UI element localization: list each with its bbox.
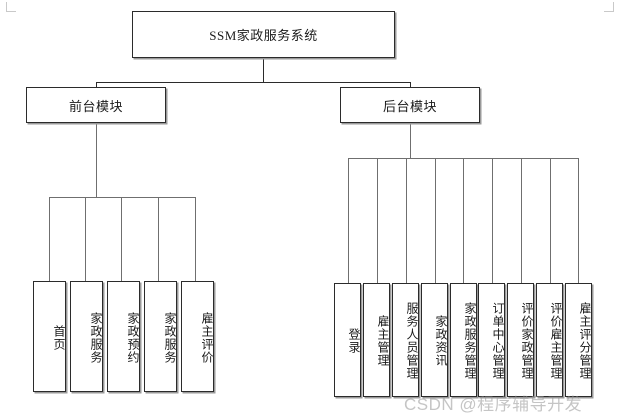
connector-frontend-drop-2 bbox=[85, 197, 86, 281]
connector-frontend-drop-5 bbox=[195, 197, 196, 281]
node-leaf-backend-1-label: 登录 bbox=[347, 328, 361, 354]
node-leaf-backend-3-label: 服务人员管理 bbox=[405, 302, 419, 380]
node-leaf-frontend-4-label: 家政服务 bbox=[163, 311, 177, 364]
node-leaf-backend-5-label: 家政服务管理 bbox=[463, 302, 477, 380]
page-corner-mark-left bbox=[6, 2, 16, 12]
node-leaf-frontend-1[interactable]: 首页 bbox=[33, 281, 66, 392]
connector-backend-stem bbox=[410, 123, 411, 159]
node-leaf-frontend-3-label: 家政预约 bbox=[126, 311, 140, 364]
node-leaf-backend-4-label: 家政资讯 bbox=[434, 315, 448, 367]
node-leaf-frontend-3[interactable]: 家政预约 bbox=[107, 281, 140, 392]
connector-root-to-backend bbox=[410, 82, 411, 88]
watermark: CSDN @程序辅导开发 bbox=[404, 395, 583, 414]
node-leaf-frontend-2[interactable]: 家政服务 bbox=[70, 281, 103, 392]
connector-frontend-drop-4 bbox=[158, 197, 159, 281]
node-leaf-backend-1[interactable]: 登录 bbox=[334, 283, 361, 397]
connector-frontend-bus bbox=[49, 197, 195, 198]
node-leaf-backend-6-label: 订单中心管理 bbox=[491, 302, 505, 380]
node-branch-backend-label: 后台模块 bbox=[382, 98, 437, 114]
node-leaf-frontend-5-label: 雇主评价 bbox=[200, 311, 214, 364]
connector-root-stem bbox=[263, 58, 264, 82]
connector-frontend-drop-3 bbox=[121, 197, 122, 281]
node-leaf-backend-9[interactable]: 雇主评分管理 bbox=[565, 283, 592, 397]
connector-backend-drop-3 bbox=[406, 158, 407, 284]
connector-root-to-frontend bbox=[96, 82, 97, 88]
node-leaf-frontend-4[interactable]: 家政服务 bbox=[144, 281, 177, 392]
connector-root-bus bbox=[96, 82, 410, 83]
node-branch-frontend-label: 前台模块 bbox=[68, 98, 123, 114]
node-leaf-backend-8-label: 评价雇主管理 bbox=[549, 302, 563, 380]
connector-backend-drop-2 bbox=[377, 158, 378, 284]
node-leaf-backend-8[interactable]: 评价雇主管理 bbox=[536, 283, 563, 397]
node-leaf-frontend-1-label: 首页 bbox=[52, 324, 66, 351]
node-root-label: SSM家政服务系统 bbox=[209, 28, 318, 43]
page-corner-mark-right bbox=[604, 2, 614, 12]
connector-backend-drop-5 bbox=[463, 158, 464, 284]
node-leaf-backend-2-label: 雇主管理 bbox=[376, 315, 390, 367]
node-leaf-backend-2[interactable]: 雇主管理 bbox=[363, 283, 390, 397]
connector-backend-drop-8 bbox=[550, 158, 551, 284]
node-leaf-frontend-5[interactable]: 雇主评价 bbox=[181, 281, 214, 392]
node-branch-backend[interactable]: 后台模块 bbox=[340, 87, 480, 123]
node-leaf-backend-7-label: 评价家政管理 bbox=[520, 302, 534, 380]
node-branch-frontend[interactable]: 前台模块 bbox=[26, 87, 166, 123]
node-leaf-frontend-2-label: 家政服务 bbox=[89, 311, 103, 364]
node-leaf-backend-5[interactable]: 家政服务管理 bbox=[450, 283, 477, 397]
node-leaf-backend-7[interactable]: 评价家政管理 bbox=[507, 283, 534, 397]
connector-backend-drop-9 bbox=[578, 158, 579, 284]
connector-backend-drop-7 bbox=[521, 158, 522, 284]
node-leaf-backend-3[interactable]: 服务人员管理 bbox=[392, 283, 419, 397]
connector-backend-drop-6 bbox=[492, 158, 493, 284]
connector-backend-drop-4 bbox=[435, 158, 436, 284]
node-leaf-backend-9-label: 雇主评分管理 bbox=[578, 302, 592, 380]
connector-frontend-drop-1 bbox=[49, 197, 50, 281]
node-root[interactable]: SSM家政服务系统 bbox=[132, 11, 395, 58]
connector-frontend-stem bbox=[96, 123, 97, 198]
node-leaf-backend-6[interactable]: 订单中心管理 bbox=[478, 283, 505, 397]
connector-backend-drop-1 bbox=[348, 158, 349, 284]
node-leaf-backend-4[interactable]: 家政资讯 bbox=[421, 283, 448, 397]
